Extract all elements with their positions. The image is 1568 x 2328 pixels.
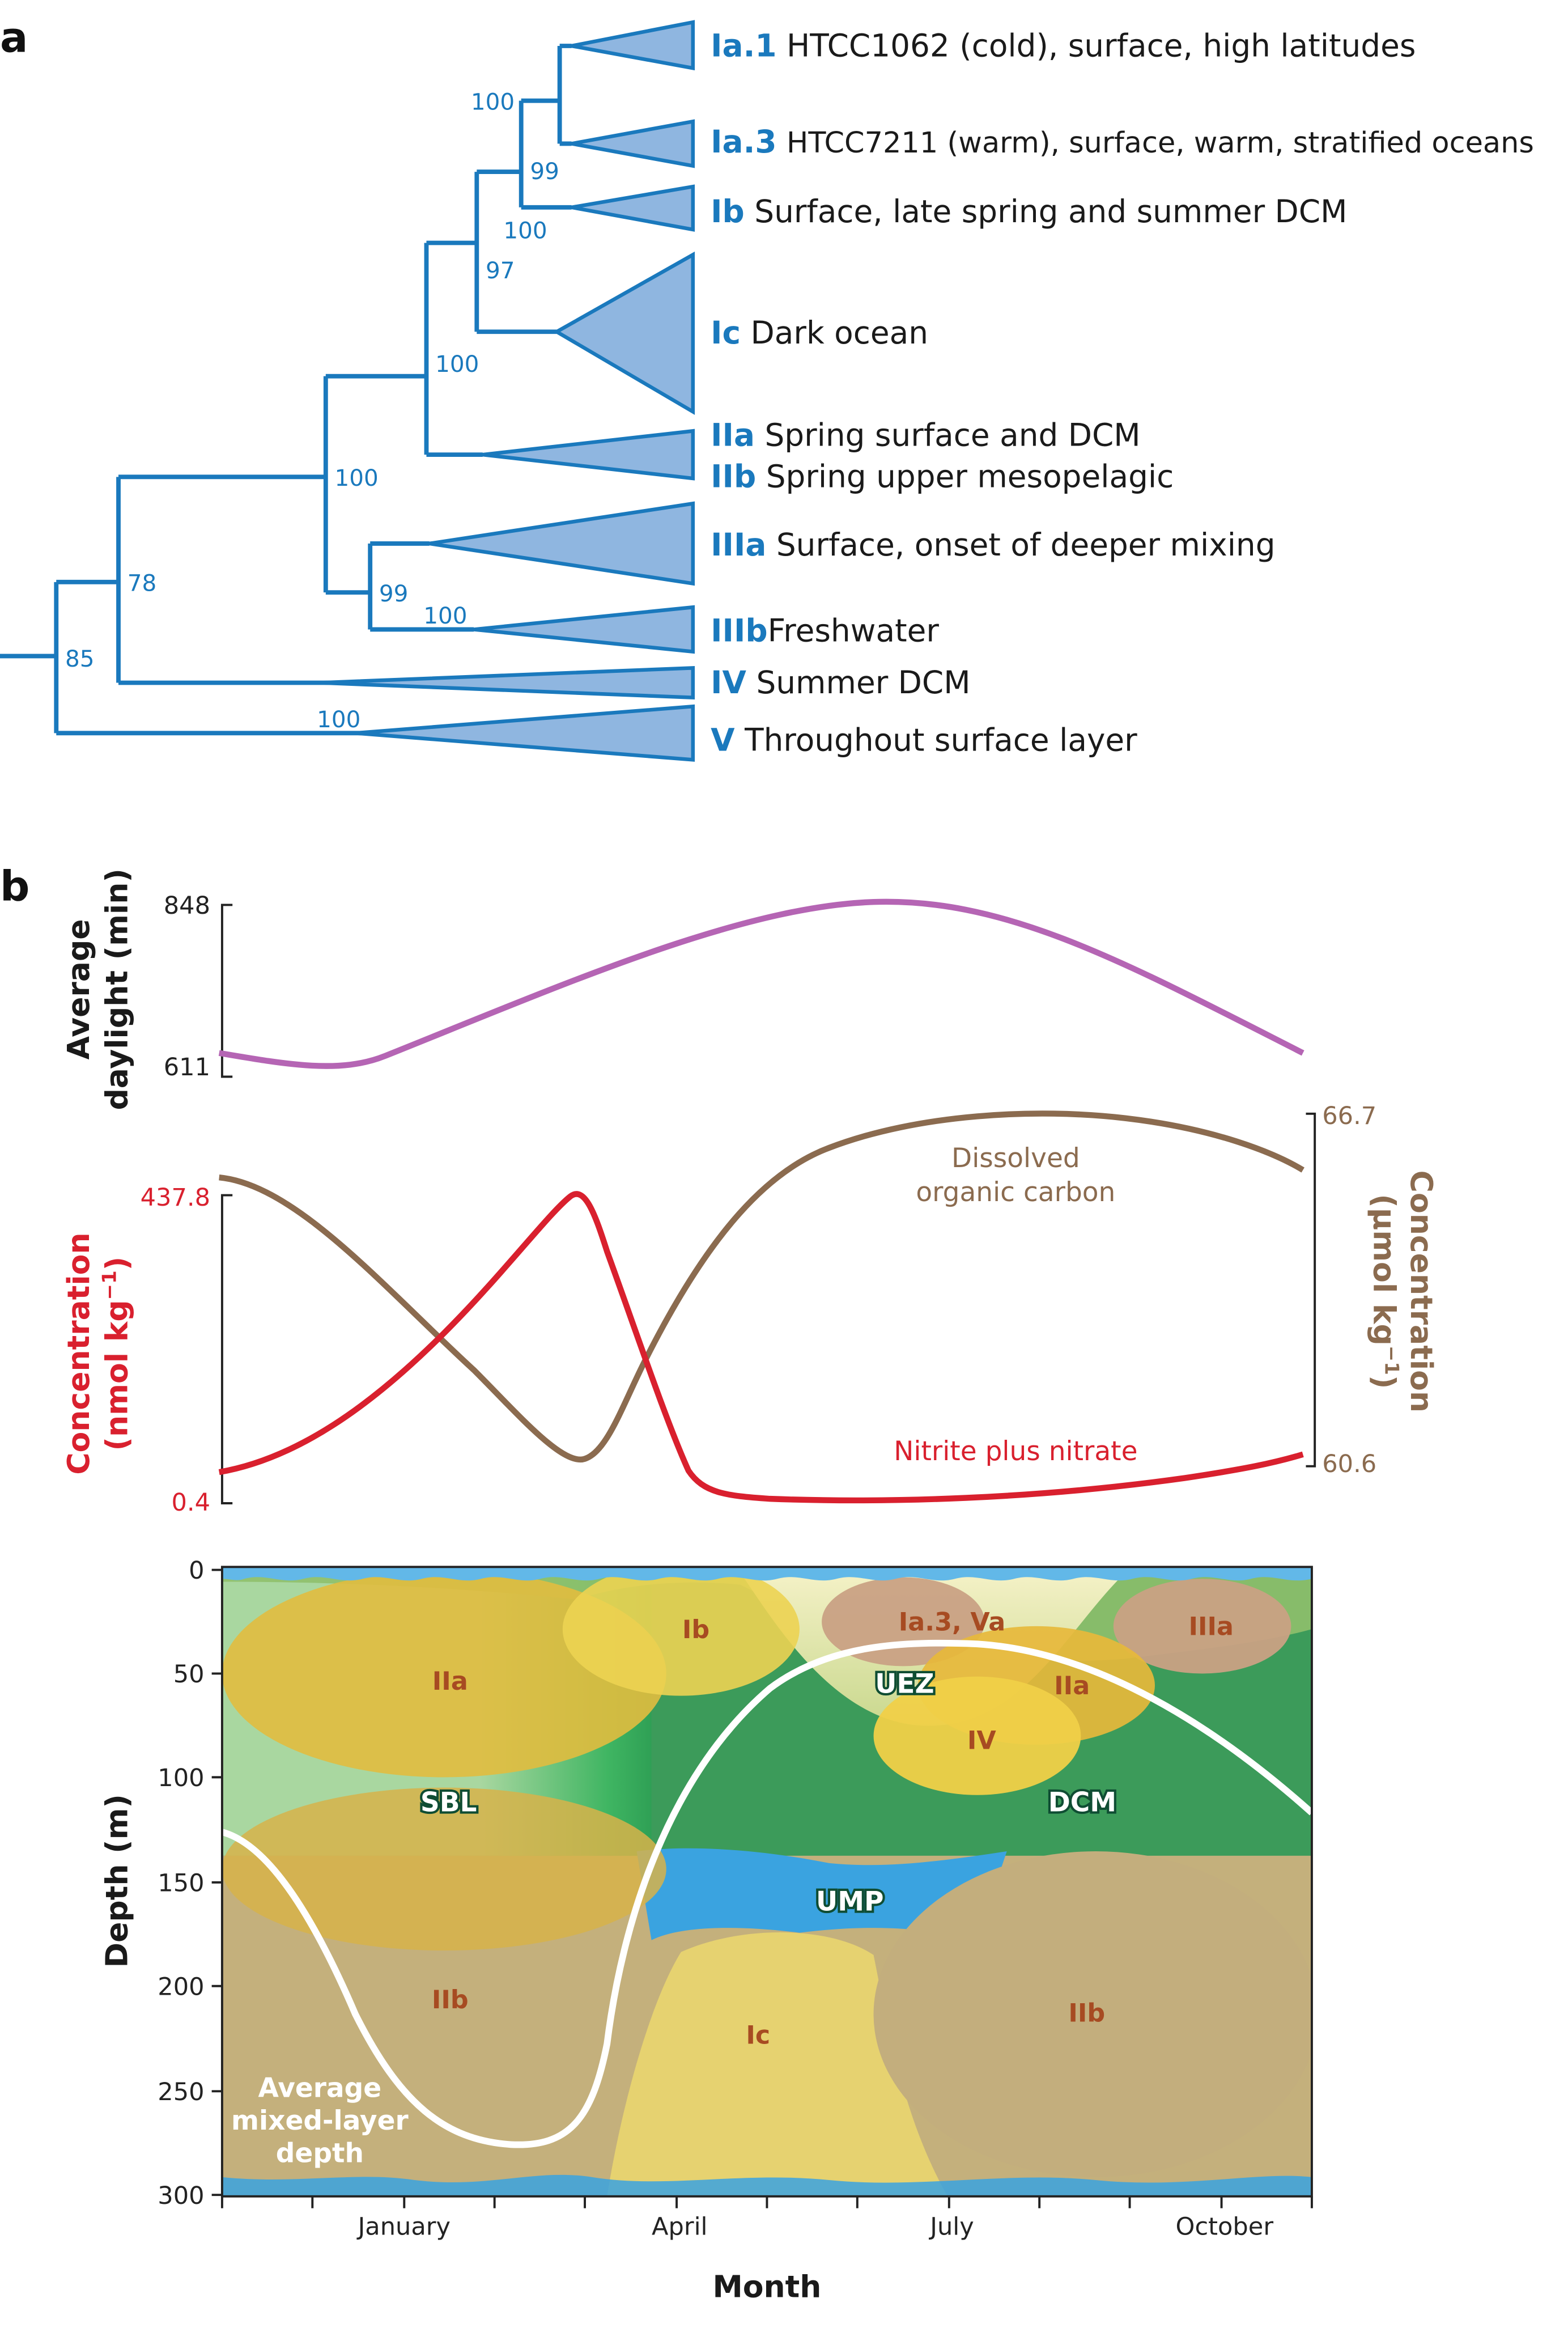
clade-triangle-v	[355, 704, 695, 762]
clade-labels: Ia.1 HTCC1062 (cold), surface, high lati…	[711, 27, 1534, 758]
doc-series-label-2: organic carbon	[916, 1177, 1115, 1208]
clade-triangle-ia1	[571, 20, 695, 71]
zone-label-iia-left: IIa	[432, 1667, 468, 1696]
mixed-layer-depth-curve	[222, 1639, 1312, 2148]
zone-label-uez: UEZ	[875, 1668, 934, 1699]
nitrate-max-tick: 437.8	[141, 1184, 210, 1212]
bootstrap-value: 100	[317, 706, 360, 733]
daylight-curve	[218, 898, 1304, 1069]
clade-label-ic: Ic Dark ocean	[711, 315, 928, 351]
doc-max-tick: 66.7	[1322, 1102, 1376, 1130]
clade-label-ia3: Ia.3 HTCC7211 (warm), surface, warm, str…	[711, 124, 1534, 160]
bootstrap-value: 99	[379, 580, 409, 607]
concentration-axes	[220, 1112, 1316, 1504]
zone-label-iib-right: IIb	[1068, 1999, 1105, 2028]
depth-tick-label: 100	[158, 1764, 204, 1792]
depth-tick-label: 150	[158, 1869, 204, 1898]
bootstrap-values: 100 99 100 97 100 100 99 100 78 85 100	[65, 88, 559, 733]
doc-axis-title-1: Concentration	[1404, 1171, 1439, 1413]
zone-label-dcm: DCM	[1048, 1787, 1116, 1818]
clade-label-ib: Ib Surface, late spring and summer DCM	[711, 193, 1347, 230]
mixed-layer-label-line-3: depth	[276, 2138, 364, 2169]
doc-curve	[219, 1110, 1304, 1463]
month-tick-label: January	[356, 2213, 451, 2241]
zone-label-ib: Ib	[682, 1615, 709, 1644]
clade-triangle-ib	[571, 184, 695, 232]
daylight-axis-title-2: daylight (min)	[99, 868, 135, 1110]
panel-b-label: b	[0, 863, 29, 911]
nitrate-curve	[218, 1191, 1304, 1504]
depth-tick-label: 0	[189, 1557, 204, 1585]
clade-triangle-iiia	[429, 501, 695, 586]
clade-triangle-ia3	[571, 119, 695, 168]
bootstrap-value: 100	[471, 88, 515, 115]
clade-label-iv: IV Summer DCM	[711, 664, 970, 701]
month-tick-label: October	[1176, 2213, 1274, 2241]
zone-label-iia-right: IIa	[1054, 1672, 1090, 1701]
depth-tick-label: 250	[158, 2078, 204, 2106]
daylight-max-tick: 848	[164, 892, 210, 920]
month-tick-label: July	[928, 2213, 974, 2241]
doc-axis-title-2: (μmol kg−1)	[1367, 1194, 1403, 1389]
depth-axis-title: Depth (m)	[99, 1794, 135, 1967]
zone-label-ump: UMP	[816, 1886, 883, 1918]
bootstrap-value: 100	[423, 602, 467, 629]
nitrate-axis-title-1: Concentration	[61, 1232, 96, 1474]
daylight-axis-title-1: Average	[61, 919, 96, 1059]
bootstrap-value: 100	[334, 464, 378, 491]
clade-label-iib: IIb Spring upper mesopelagic	[711, 459, 1174, 495]
depth-zone-labels: IIa Ib Ia.3, Va IIIa IIa IV IIb Ic IIb U…	[418, 1608, 1234, 2050]
clade-label-iia: IIa Spring surface and DCM	[711, 417, 1141, 453]
month-x-tick-labels: January April July October	[356, 2213, 1274, 2241]
bootstrap-value: 100	[435, 350, 479, 378]
nitrate-series-label: Nitrite plus nitrate	[894, 1436, 1137, 1467]
clade-triangle-ic	[553, 251, 695, 415]
clade-triangle-iiib	[473, 605, 695, 654]
zone-label-iib-left: IIb	[432, 1986, 469, 2015]
zone-label-ic: Ic	[746, 2021, 770, 2050]
clade-label-v: V Throughout surface layer	[711, 722, 1137, 758]
bootstrap-value: 97	[486, 257, 515, 284]
month-tick-label: April	[652, 2213, 708, 2241]
depth-y-ticks	[211, 1568, 222, 2196]
clade-triangles	[320, 20, 695, 762]
depth-tick-label: 50	[173, 1660, 205, 1689]
zone-label-iiia: IIIa	[1188, 1613, 1234, 1642]
daylight-min-tick: 611	[164, 1053, 210, 1082]
daylight-axis	[220, 904, 233, 1078]
depth-y-tick-labels: 0 50 100 150 200 250 300	[158, 1557, 204, 2210]
clade-triangle-iv	[320, 665, 695, 700]
month-axis-title: Month	[712, 2268, 821, 2304]
mixed-layer-label-line-1: Average	[258, 2073, 382, 2104]
depth-plot	[222, 1567, 1312, 2196]
phylogenetic-tree	[0, 44, 693, 736]
doc-min-tick: 60.6	[1322, 1450, 1376, 1478]
nitrate-axis-title-2: (nmol kg−1)	[99, 1257, 135, 1451]
bootstrap-value: 99	[530, 158, 559, 185]
mixed-layer-label: Average mixed-layer depth	[231, 2073, 409, 2169]
nitrate-min-tick: 0.4	[171, 1489, 210, 1517]
depth-tick-label: 200	[158, 1973, 204, 2001]
zone-label-iv: IV	[967, 1727, 997, 1755]
bootstrap-value: 85	[65, 645, 95, 672]
clade-label-iiia: IIIa Surface, onset of deeper mixing	[711, 527, 1275, 563]
month-x-ticks	[220, 2196, 1313, 2208]
clade-label-ia1: Ia.1 HTCC1062 (cold), surface, high lati…	[711, 27, 1416, 63]
clade-triangle-ii	[482, 429, 695, 481]
clade-label-iiib: IIIbFreshwater	[711, 612, 939, 648]
depth-tick-label: 300	[158, 2182, 204, 2210]
bootstrap-value: 100	[503, 217, 547, 244]
doc-series-label-1: Dissolved	[951, 1143, 1080, 1174]
panel-a-label: a	[0, 14, 28, 62]
zone-label-ia3-va: Ia.3, Va	[899, 1608, 1006, 1637]
mixed-layer-label-line-2: mixed-layer	[231, 2105, 409, 2136]
bootstrap-value: 78	[128, 570, 157, 597]
zone-label-sbl: SBL	[420, 1787, 477, 1818]
